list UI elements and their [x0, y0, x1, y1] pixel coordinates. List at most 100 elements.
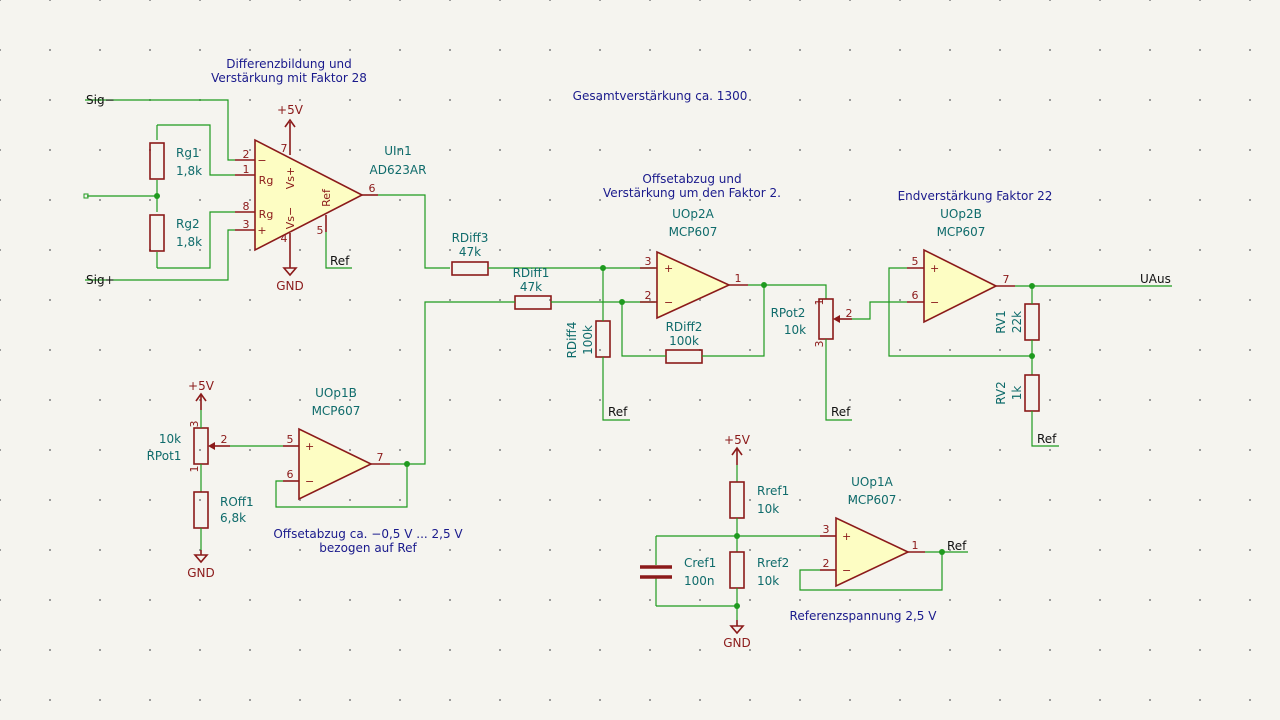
rpot2-pin-1: 1 [813, 299, 826, 306]
rg2-value: 1,8k [176, 235, 202, 249]
uop2b-plus: + [930, 262, 939, 275]
net-sig-minus: Sig− [86, 93, 115, 107]
wires-input-stage [83, 99, 450, 281]
rref2-value: 10k [757, 574, 779, 588]
uop2a-value: MCP607 [669, 225, 718, 239]
gnd-ref-stage-label: GND [723, 636, 751, 650]
uop2b-minus: − [930, 296, 939, 309]
net-ref-rv2: Ref [1037, 432, 1057, 446]
resistor-roff1[interactable]: ROff1 6,8k [193, 491, 254, 529]
capacitor-cref1[interactable]: Cref1 100n [640, 556, 716, 588]
roff1-value: 6,8k [220, 511, 246, 525]
power-5v-rref1-label: +5V [724, 433, 751, 447]
rg2-ref: Rg2 [176, 217, 200, 231]
rg1-value: 1,8k [176, 164, 202, 178]
uop1a-pin-3: 3 [823, 523, 830, 536]
uin1-pin-8: 8 [243, 200, 250, 213]
uop2a-plus: + [664, 262, 673, 275]
rv1-value: 22k [1010, 311, 1024, 333]
uop2a-ref: UOp2A [672, 207, 714, 221]
uop1b-plus: + [305, 440, 314, 453]
opamp-uop1a[interactable]: + − 3 2 1 UOp1A MCP607 [820, 475, 925, 588]
rpot2-ref: RPot2 [771, 306, 806, 320]
uop1b-value: MCP607 [312, 404, 361, 418]
rdiff3-value: 47k [459, 245, 481, 259]
rpot1-pin-3: 3 [188, 421, 201, 428]
rdiff1-value: 47k [520, 280, 542, 294]
rpot1-pin-1: 1 [188, 466, 201, 473]
opamp-uop2a[interactable]: + − 3 2 1 UOp2A MCP607 [640, 207, 748, 320]
note-offset-range-2: bezogen auf Ref [319, 541, 417, 555]
uop2a-pin-1: 1 [735, 272, 742, 285]
rref1-value: 10k [757, 502, 779, 516]
uop1a-minus: − [842, 564, 851, 577]
rpot2-pin-2: 2 [846, 307, 853, 320]
rpot2-value: 10k [784, 323, 806, 337]
net-uaus: UAus [1140, 272, 1171, 286]
opamp-uop1b[interactable]: + − 5 6 7 UOp1B MCP607 [283, 386, 390, 501]
instrumentation-amp-uin1[interactable]: 2 1 8 3 7 4 5 6 − + Rg Rg Vs+ Vs− Ref UI… [235, 122, 426, 268]
note-final-gain: Endverstärkung Faktor 22 [898, 189, 1053, 203]
rg1-ref: Rg1 [176, 146, 200, 160]
gnd-uin1: GND [276, 267, 304, 293]
rpot1-pin-2: 2 [221, 433, 228, 446]
note-diff-title-1: Differenzbildung und [226, 57, 352, 71]
uop1a-plus: + [842, 530, 851, 543]
net-ref-rdiff4: Ref [608, 405, 628, 419]
gnd-uin1-label: GND [276, 279, 304, 293]
uin1-pin-7: 7 [281, 142, 288, 155]
potentiometer-rpot1[interactable]: 3 2 1 10k RPot1 [147, 421, 230, 473]
uop2a-minus: − [664, 296, 673, 309]
power-5v-rref1: +5V [724, 433, 751, 465]
resistor-rdiff3[interactable]: RDiff3 47k [451, 231, 489, 276]
uop1b-minus: − [305, 475, 314, 488]
uin1-ref: UIn1 [384, 144, 412, 158]
roff1-ref: ROff1 [220, 495, 254, 509]
power-5v-rpot1-label: +5V [188, 379, 215, 393]
resistor-rg2[interactable]: Rg2 1,8k [149, 214, 202, 252]
note-offset-range-1: Offsetabzug ca. −0,5 V ... 2,5 V [273, 527, 463, 541]
uop1a-value: MCP607 [848, 493, 897, 507]
power-5v-uin1: +5V [277, 103, 304, 128]
rdiff4-value: 100k [581, 325, 595, 355]
uin1-pin-1: 1 [243, 163, 250, 176]
rpot2-pin-3: 3 [813, 341, 826, 348]
uop1b-pin-7: 7 [377, 451, 384, 464]
net-ref-output: Ref [947, 539, 967, 553]
uin1-label-vs-plus: Vs+ [284, 167, 297, 189]
gnd-roff1-label: GND [187, 566, 215, 580]
gnd-ref-stage: GND [723, 620, 751, 650]
uin1-pin-2: 2 [243, 148, 250, 161]
rpot1-value: 10k [159, 432, 181, 446]
resistor-rg1[interactable]: Rg1 1,8k [149, 142, 202, 180]
uin1-label-ref: Ref [320, 188, 333, 207]
note-offset-title-1: Offsetabzug und [642, 172, 741, 186]
net-ref-uin1: Ref [330, 254, 350, 268]
rref1-ref: Rref1 [757, 484, 789, 498]
rref2-ref: Rref2 [757, 556, 789, 570]
rdiff2-ref: RDiff2 [666, 320, 703, 334]
net-ref-rpot2: Ref [831, 405, 851, 419]
opamp-uop2b[interactable]: + − 5 6 7 UOp2B MCP607 [907, 207, 1015, 324]
rpot1-ref: RPot1 [147, 449, 182, 463]
note-ref-voltage: Referenzspannung 2,5 V [790, 609, 938, 623]
cref1-ref: Cref1 [684, 556, 716, 570]
rdiff1-ref: RDiff1 [513, 266, 550, 280]
uop2b-ref: UOp2B [940, 207, 982, 221]
uin1-pin-3: 3 [243, 218, 250, 231]
uin1-pin-6: 6 [369, 182, 376, 195]
power-5v-rpot1: +5V [188, 379, 215, 410]
uop2b-pin-6: 6 [912, 289, 919, 302]
uop1b-pin-5: 5 [287, 433, 294, 446]
uop1a-pin-2: 2 [823, 557, 830, 570]
uop2a-pin-3: 3 [645, 255, 652, 268]
uop1b-ref: UOp1B [315, 386, 357, 400]
uin1-value: AD623AR [370, 163, 427, 177]
rv2-ref: RV2 [994, 381, 1008, 405]
rv2-value: 1k [1010, 386, 1024, 401]
rdiff3-ref: RDiff3 [452, 231, 489, 245]
uin1-label-rg-a: Rg [259, 174, 274, 187]
uop2a-pin-2: 2 [645, 289, 652, 302]
